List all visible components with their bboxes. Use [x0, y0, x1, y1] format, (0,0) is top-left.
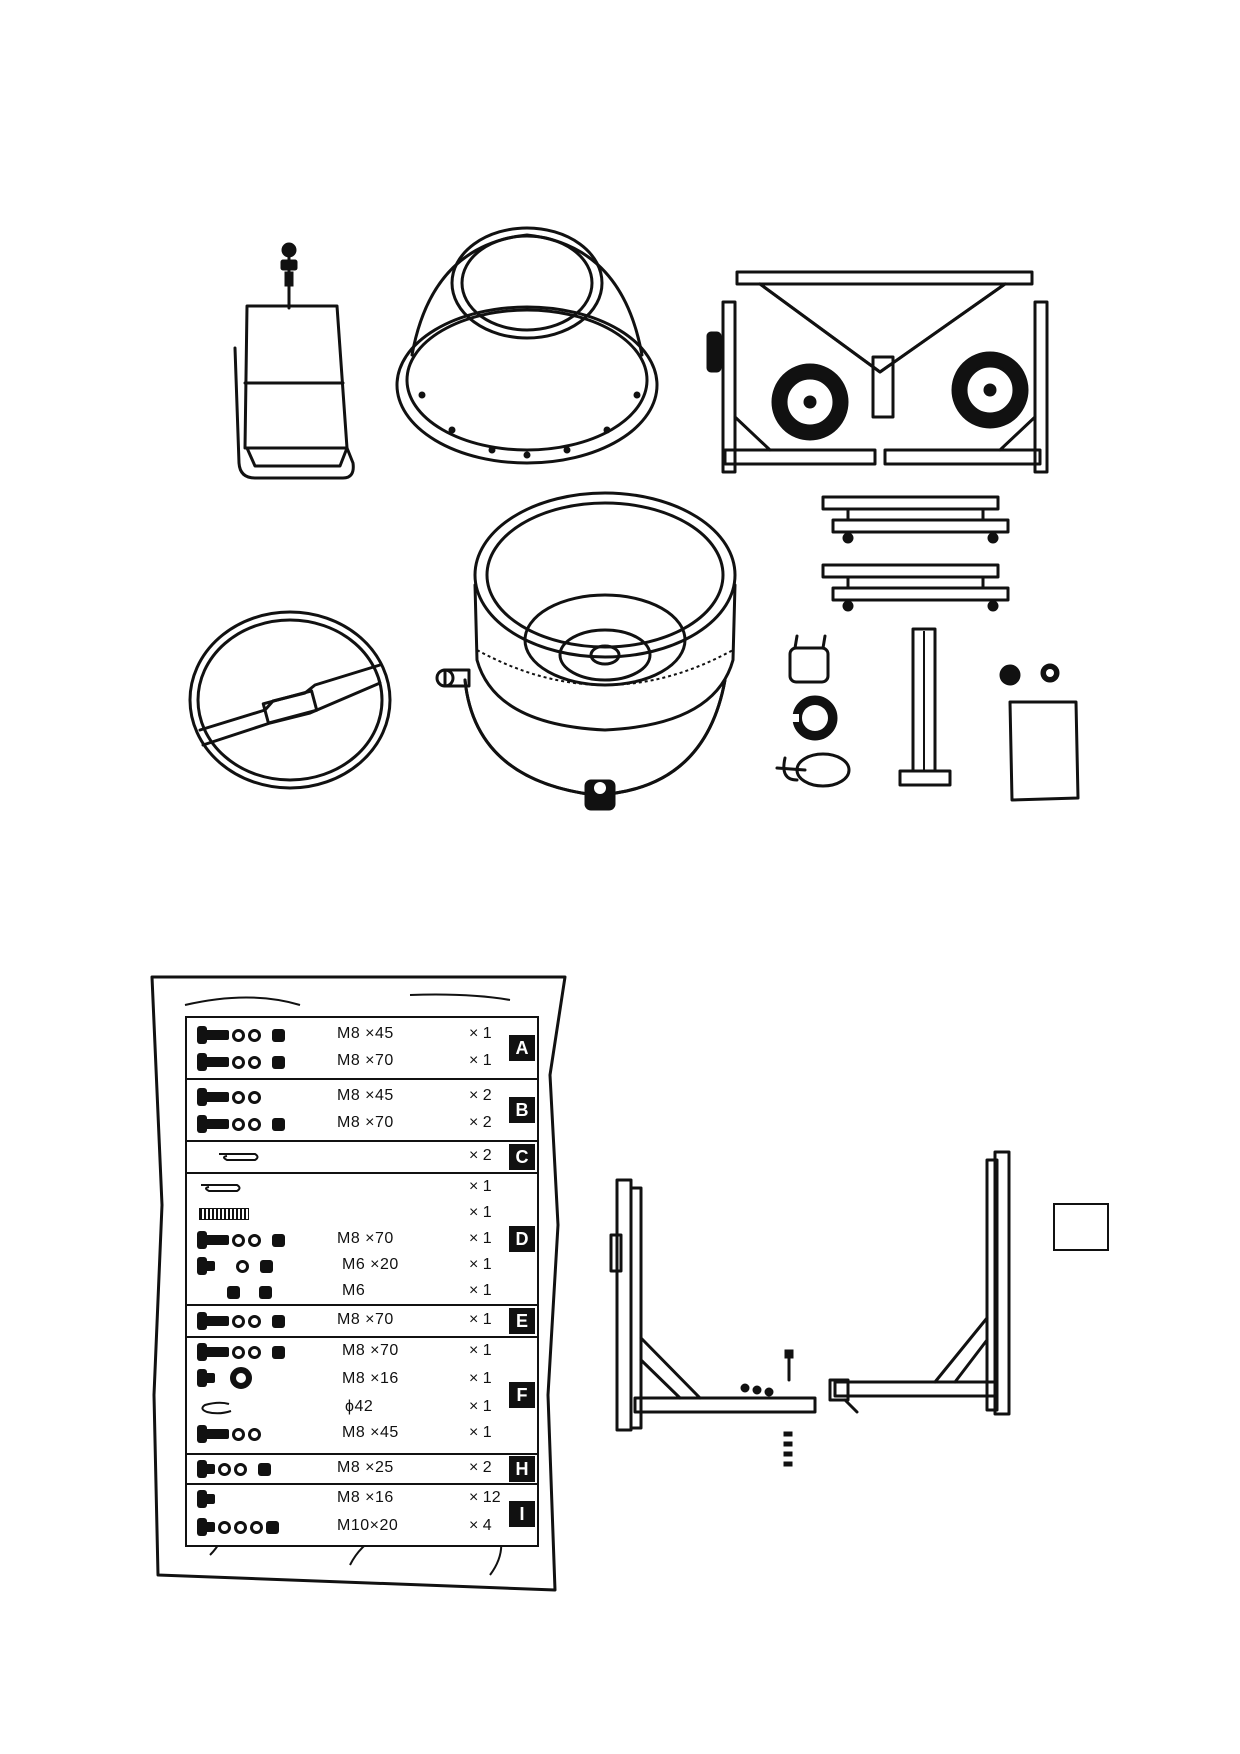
fastener-spec: M8 ×16 [337, 1489, 394, 1506]
bolt-icon [197, 1026, 229, 1044]
table-row: × 2 [187, 1143, 537, 1170]
bolt-icon [197, 1425, 229, 1443]
bolt-icon [197, 1257, 215, 1275]
table-row: M8 ×25 × 2 [187, 1455, 537, 1482]
group-badge: I [509, 1501, 535, 1527]
fastener-qty: × 1 [469, 1424, 492, 1441]
bolt-icon [197, 1231, 229, 1249]
fastener-spec: M8 ×25 [337, 1459, 394, 1476]
drum-bottom-illustration [435, 491, 737, 811]
table-row: M8 ×70 × 1 [187, 1226, 537, 1252]
step-label-box [1053, 1203, 1109, 1251]
table-row: M10×20 × 4 [187, 1513, 537, 1541]
cross-bar-illustration [821, 495, 1010, 544]
fastener-spec: M8 ×70 [337, 1114, 394, 1131]
table-row: M8 ×70 × 1 [187, 1307, 537, 1334]
parts-list-table: M8 ×45 × 1 M8 ×70 × 1 A M8 ×45 × 2 M8 ×7… [185, 1016, 539, 1547]
table-row: M8 ×45 × 2 [187, 1083, 537, 1110]
motor-cover-illustration [233, 242, 355, 480]
group-badge: E [509, 1308, 535, 1334]
fastener-spec: M8 ×70 [337, 1230, 394, 1247]
parts-group-i: M8 ×16 × 12 M10×20 × 4 I [187, 1483, 537, 1545]
fastener-qty: × 2 [469, 1087, 492, 1104]
group-badge: H [509, 1456, 535, 1482]
circlip-icon [201, 1401, 232, 1415]
parts-group-b: M8 ×45 × 2 M8 ×70 × 2 B [187, 1078, 537, 1140]
fastener-spec: M8 ×45 [337, 1087, 394, 1104]
small-accessories-illustration [775, 634, 851, 788]
hair-pin-icon [219, 1153, 259, 1161]
fastener-spec: M6 ×20 [342, 1256, 399, 1273]
group-badge: C [509, 1144, 535, 1170]
table-row: M6 ×20 × 1 [187, 1252, 537, 1278]
fastener-qty: × 1 [469, 1178, 492, 1195]
parts-group-f: M8 ×70 × 1 M8 ×16 × 1 ϕ42 × 1 M8 ×45 × 1… [187, 1336, 537, 1453]
table-row: × 1 [187, 1174, 537, 1200]
group-badge: D [509, 1226, 535, 1252]
fastener-qty: × 2 [469, 1147, 492, 1164]
parts-group-d: × 1 × 1 M8 ×70 × 1 M6 ×20 × 1 M6 × 1 D [187, 1172, 537, 1304]
fastener-qty: × 1 [469, 1230, 492, 1247]
spring-icon [199, 1208, 249, 1220]
table-row: M8 ×45 × 1 [187, 1021, 537, 1048]
bolt-icon [197, 1343, 229, 1361]
fastener-spec: M6 [342, 1282, 366, 1299]
drum-top-illustration [395, 226, 659, 465]
fastener-spec: M8 ×45 [342, 1424, 399, 1441]
fastener-qty: × 2 [469, 1114, 492, 1131]
bolt-icon [197, 1115, 229, 1133]
table-row: × 1 [187, 1200, 537, 1226]
fastener-spec: M8 ×70 [337, 1311, 394, 1328]
fastener-spec: M8 ×16 [342, 1370, 399, 1387]
table-row: M8 ×70 × 1 [187, 1048, 537, 1075]
fastener-qty: × 4 [469, 1517, 492, 1534]
fastener-spec: M8 ×70 [337, 1052, 394, 1069]
fastener-spec: ϕ42 [345, 1398, 374, 1415]
fastener-qty: × 1 [469, 1025, 492, 1042]
fastener-spec: M8 ×45 [337, 1025, 394, 1042]
table-row: M8 ×45 × 1 [187, 1420, 537, 1446]
hardware-bag-illustration [999, 663, 1080, 802]
parts-group-c: × 2 C [187, 1140, 537, 1172]
hair-pin-icon [201, 1184, 241, 1192]
bolt-icon [197, 1088, 229, 1106]
parts-group-h: M8 ×25 × 2 H [187, 1453, 537, 1483]
support-post-illustration [898, 627, 952, 787]
parts-group-e: M8 ×70 × 1 E [187, 1304, 537, 1336]
fastener-qty: × 2 [469, 1459, 492, 1476]
fastener-qty: × 1 [469, 1398, 492, 1415]
table-row: M8 ×70 × 1 [187, 1338, 537, 1366]
fastener-spec: M10×20 [337, 1517, 399, 1534]
table-row: M8 ×70 × 2 [187, 1110, 537, 1137]
frame-assembly-illustration [609, 1150, 1011, 1467]
bolt-icon [197, 1460, 215, 1478]
fastener-qty: × 1 [469, 1204, 492, 1221]
bolt-icon [197, 1053, 229, 1071]
parts-group-a: M8 ×45 × 1 M8 ×70 × 1 A [187, 1018, 537, 1078]
fastener-qty: × 1 [469, 1311, 492, 1328]
mixing-paddle-ring-illustration [188, 610, 392, 790]
table-row: M8 ×16 × 1 [187, 1366, 537, 1394]
group-badge: A [509, 1035, 535, 1061]
bolt-icon [197, 1369, 215, 1387]
fastener-qty: × 1 [469, 1052, 492, 1069]
fastener-qty: × 1 [469, 1282, 492, 1299]
fastener-qty: × 1 [469, 1342, 492, 1359]
table-row: ϕ42 × 1 [187, 1394, 537, 1420]
fastener-qty: × 1 [469, 1370, 492, 1387]
fastener-qty: × 1 [469, 1256, 492, 1273]
group-badge: F [509, 1382, 535, 1408]
table-row: M8 ×16 × 12 [187, 1485, 537, 1513]
group-badge: B [509, 1097, 535, 1123]
bolt-icon [197, 1518, 215, 1536]
table-row: M6 × 1 [187, 1278, 537, 1304]
fastener-spec: M8 ×70 [342, 1342, 399, 1359]
fastener-qty: × 12 [469, 1489, 501, 1506]
cross-bar-illustration [821, 563, 1010, 612]
bolt-icon [197, 1312, 229, 1330]
nut-icon [227, 1285, 240, 1299]
frame-with-wheels-illustration [706, 270, 1049, 474]
bolt-icon [197, 1490, 215, 1508]
